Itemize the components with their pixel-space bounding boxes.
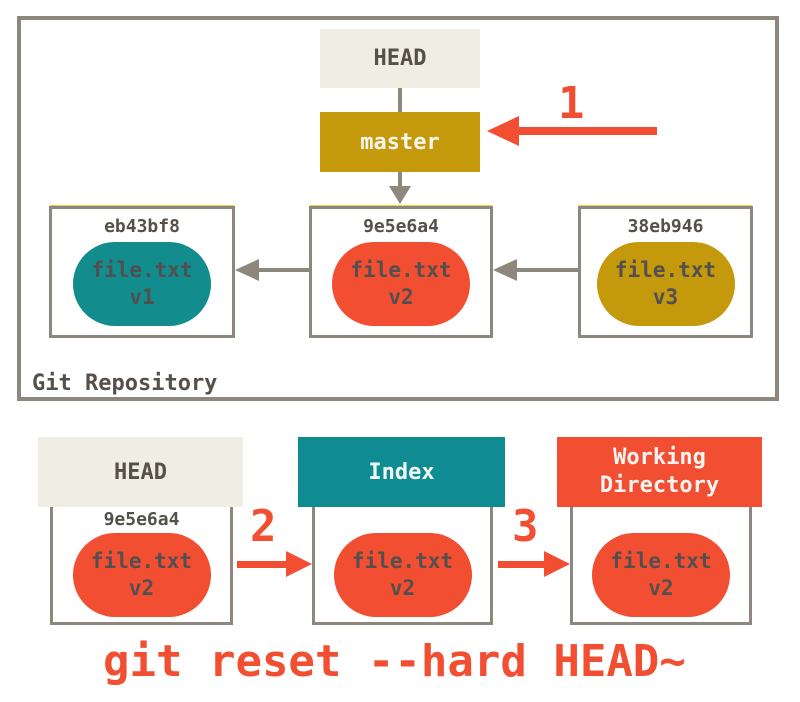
step-1-arrowhead-icon (487, 116, 519, 146)
master-to-commit-arrow-shaft (398, 172, 402, 188)
index-tree-header: Index (298, 437, 505, 507)
step-1-number: 1 (558, 78, 585, 129)
file-name: file.txt (610, 549, 712, 573)
file-blob-workdir-v2: file.txt v2 (592, 533, 730, 617)
master-branch-label: master (360, 129, 440, 155)
file-blob-v1: file.txt v1 (73, 242, 211, 326)
file-name: file.txt (90, 549, 193, 573)
commit-hash: 9e5e6a4 (363, 216, 439, 237)
file-version: v2 (648, 576, 674, 600)
step-3-arrowhead-icon (544, 551, 570, 577)
commit-hash: 9e5e6a4 (103, 509, 180, 530)
file-name: file.txt (350, 258, 452, 282)
git-repository-label: Git Repository (32, 371, 218, 396)
workdir-snapshot-box: file.txt v2 (570, 500, 752, 625)
workdir-tree-label: Working Directory (599, 445, 720, 498)
step-3-arrow-shaft (498, 561, 546, 568)
commit-parent-arrowhead-icon (235, 259, 259, 281)
head-tree-header: HEAD (38, 437, 243, 507)
step-3-number: 3 (512, 501, 539, 552)
step-2-arrow-shaft (237, 561, 288, 568)
file-name: file.txt (614, 258, 717, 282)
master-to-commit-arrowhead-icon (389, 186, 411, 204)
index-snapshot-box: file.txt v2 (312, 500, 493, 625)
commit-box-38eb946: 38eb946 file.txt v3 (578, 206, 753, 338)
step-1-arrow-shaft (517, 127, 657, 135)
commit-box-9e5e6a4: 9e5e6a4 file.txt v2 (309, 206, 493, 338)
master-branch-box: master (320, 112, 480, 172)
file-blob-v3: file.txt v3 (596, 242, 735, 326)
git-repository-frame: Git Repository (17, 16, 779, 401)
commit-parent-arrow-shaft (516, 268, 578, 272)
head-ref-box: HEAD (320, 29, 480, 88)
head-snapshot-box: 9e5e6a4 file.txt v2 (50, 500, 233, 625)
step-2-arrowhead-icon (286, 551, 312, 577)
commit-hash: eb43bf8 (104, 216, 180, 237)
file-name: file.txt (351, 549, 454, 573)
git-command-caption: git reset --hard HEAD~ (103, 636, 686, 687)
commit-box-eb43bf8: eb43bf8 file.txt v1 (49, 206, 235, 338)
head-to-master-connector-line (398, 88, 402, 112)
commit-parent-arrowhead-icon (493, 259, 517, 281)
file-blob-v2: file.txt v2 (332, 242, 470, 326)
commit-hash: 38eb946 (627, 216, 704, 237)
file-version: v2 (389, 576, 416, 600)
file-blob-head-v2: file.txt v2 (72, 533, 211, 617)
file-version: v2 (128, 576, 155, 600)
file-version: v3 (652, 285, 679, 309)
step-2-number: 2 (250, 501, 277, 552)
workdir-tree-header: Working Directory (557, 437, 762, 507)
head-tree-label: HEAD (114, 459, 167, 485)
file-version: v2 (388, 285, 414, 309)
head-ref-label: HEAD (373, 46, 427, 71)
commit-parent-arrow-shaft (258, 268, 309, 272)
file-name: file.txt (91, 258, 193, 282)
file-version: v1 (129, 285, 155, 309)
index-tree-label: Index (368, 459, 435, 485)
file-blob-index-v2: file.txt v2 (333, 533, 472, 617)
